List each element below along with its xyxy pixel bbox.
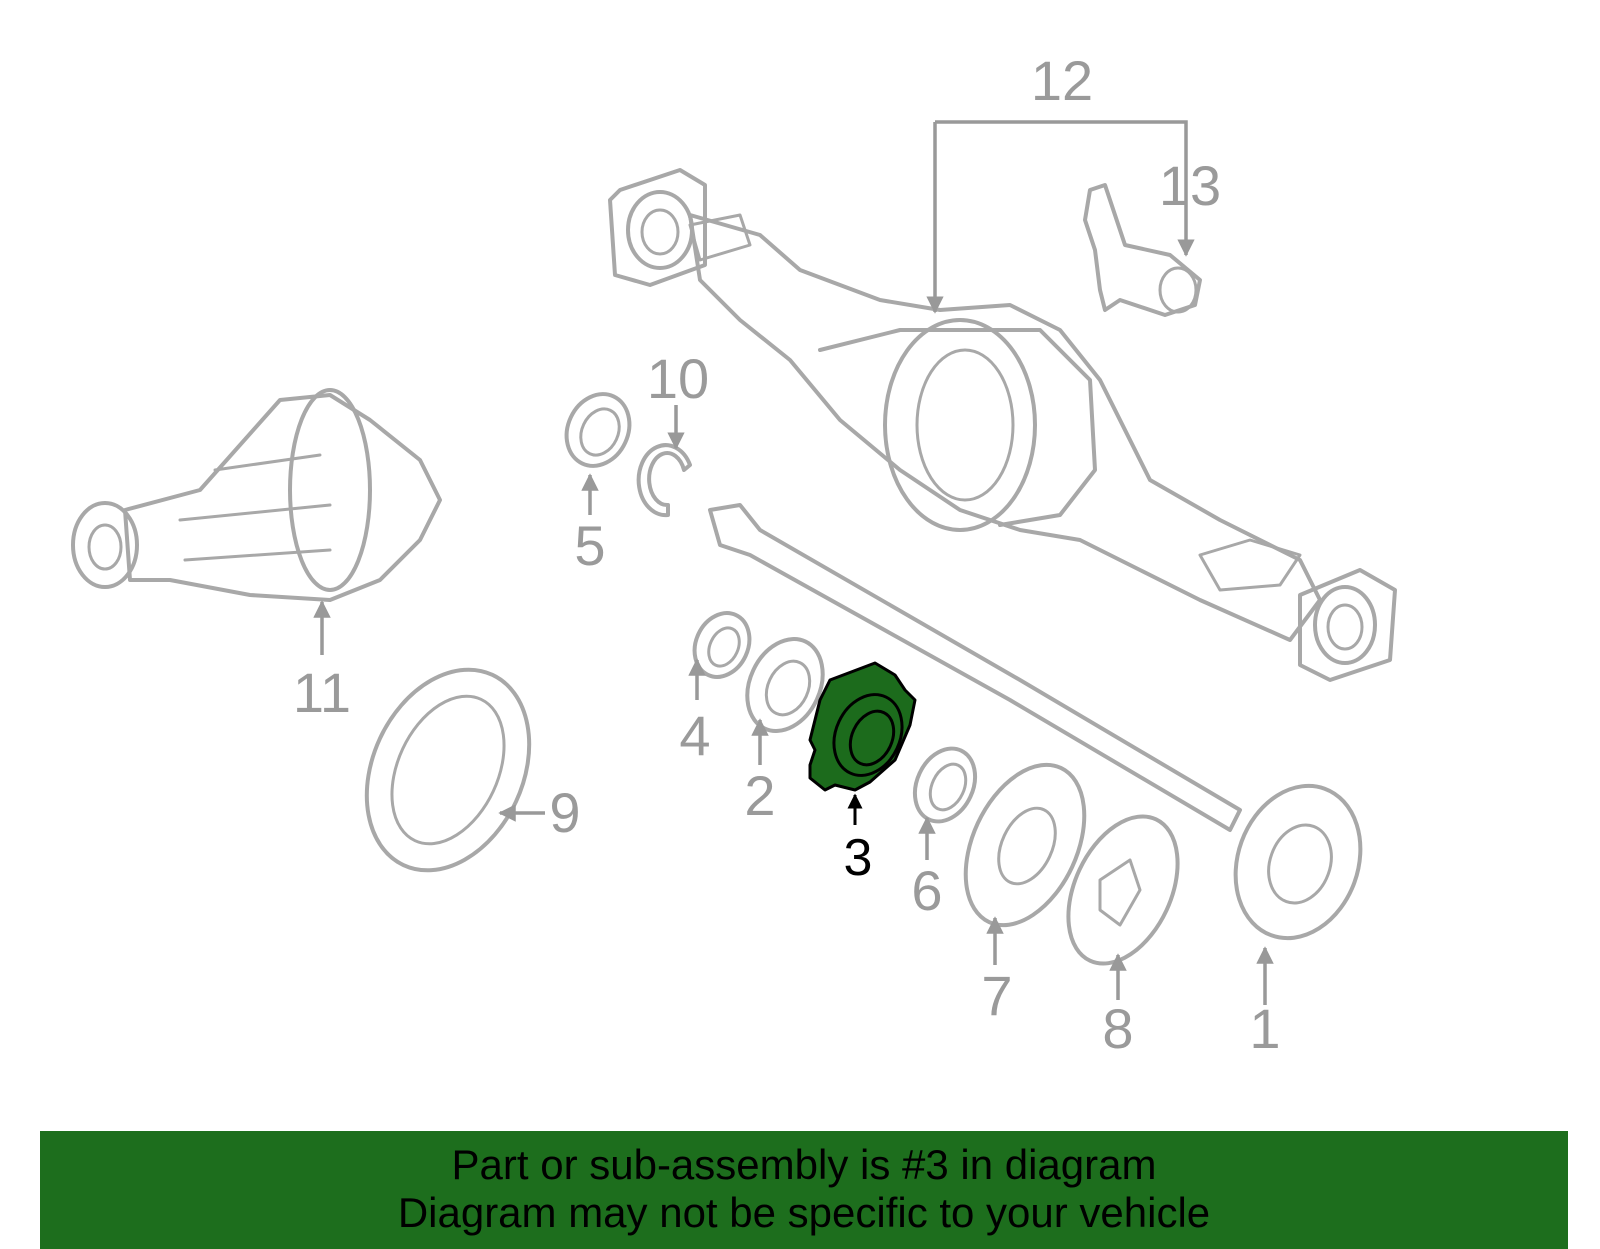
callout-7: 7 [981, 964, 1012, 1027]
callout-3: 3 [844, 829, 873, 887]
callout-1: 1 [1249, 997, 1280, 1060]
gasket-part-8 [1066, 814, 1180, 966]
banner-line-2: Diagram may not be specific to your vehi… [397, 1189, 1211, 1236]
highlighted-part-3 [808, 661, 917, 792]
callout-2: 2 [744, 764, 775, 827]
callout-4: 4 [679, 704, 710, 767]
callout-11: 11 [293, 661, 351, 724]
bearing-cup-part-4 [692, 611, 752, 679]
ring-gasket-part-9 [364, 667, 532, 873]
hub-flange-part-1 [1233, 783, 1363, 941]
callout-12: 12 [1031, 49, 1093, 112]
callout-6: 6 [911, 859, 942, 922]
callout-13: 13 [1159, 154, 1221, 217]
callout-9: 9 [549, 781, 580, 844]
axle-housing-part-12 [608, 168, 1397, 682]
callout-8: 8 [1102, 997, 1133, 1060]
differential-carrier-part-11 [71, 388, 442, 602]
callout-5: 5 [574, 514, 605, 577]
seal-part-5 [564, 392, 632, 468]
exploded-parts-diagram: 12 13 11 5 10 1 [71, 49, 1397, 1060]
axle-shaft [708, 503, 1242, 832]
callout-10: 10 [647, 347, 709, 410]
axle-bracket-part-13 [1083, 183, 1202, 317]
oil-seal-part-6 [912, 746, 978, 824]
banner-line-1: Part or sub-assembly is #3 in diagram [451, 1141, 1157, 1188]
gasket-plate-part-7 [963, 762, 1087, 928]
retainer-clip-part-10 [636, 443, 692, 518]
info-banner: Part or sub-assembly is #3 in diagram Di… [40, 1131, 1568, 1249]
